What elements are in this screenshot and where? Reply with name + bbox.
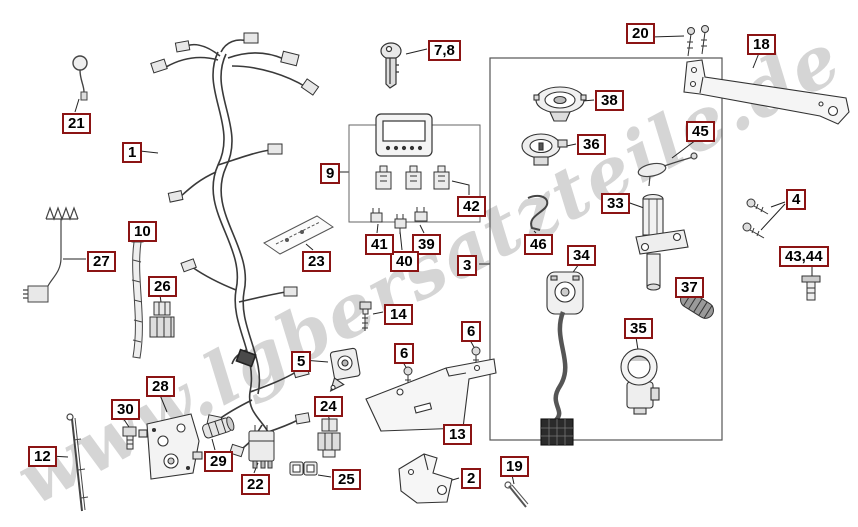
- part-label-7-8[interactable]: 7,8: [428, 40, 461, 61]
- part-label-43-44[interactable]: 43,44: [779, 246, 829, 267]
- part-27-wire-comb: [23, 206, 79, 303]
- part-label-10[interactable]: 10: [128, 221, 157, 242]
- part-label-35[interactable]: 35: [624, 318, 653, 339]
- part-7-8-ignition-key: [380, 42, 402, 89]
- part-10-strap: [131, 235, 144, 359]
- part-24-connector: [317, 418, 341, 458]
- part-label-12[interactable]: 12: [28, 446, 57, 467]
- part-label-42[interactable]: 42: [457, 196, 486, 217]
- part-5-sensor: [329, 347, 361, 392]
- part-label-39[interactable]: 39: [412, 234, 441, 255]
- part-21-clip: [72, 55, 88, 101]
- part-label-30[interactable]: 30: [111, 399, 140, 420]
- part-label-33[interactable]: 33: [601, 193, 630, 214]
- part-19-pin: [504, 481, 529, 508]
- part-label-26[interactable]: 26: [148, 276, 177, 297]
- part-41-clip: [370, 208, 383, 223]
- part-18-bracket-plate: [683, 59, 850, 125]
- part-label-25[interactable]: 25: [332, 469, 361, 490]
- part-45-lever: [637, 152, 698, 187]
- part-43-44-fastener: [801, 275, 821, 301]
- part-label-6b[interactable]: 6: [394, 343, 415, 364]
- part-label-45[interactable]: 45: [686, 121, 715, 142]
- part-label-18[interactable]: 18: [747, 34, 776, 55]
- part-23-plate: [263, 215, 334, 255]
- part-label-34[interactable]: 34: [567, 245, 596, 266]
- part-label-36[interactable]: 36: [577, 134, 606, 155]
- part-label-14[interactable]: 14: [384, 304, 413, 325]
- part-label-22[interactable]: 22: [241, 474, 270, 495]
- assembly-box-3: [489, 57, 723, 441]
- part-label-6a[interactable]: 6: [461, 321, 482, 342]
- part-29-cylinder: [202, 416, 235, 439]
- part-label-38[interactable]: 38: [595, 90, 624, 111]
- part-label-3[interactable]: 3: [457, 255, 478, 276]
- part-label-9[interactable]: 9: [320, 163, 341, 184]
- part-label-21[interactable]: 21: [62, 113, 91, 134]
- part-label-37[interactable]: 37: [675, 277, 704, 298]
- part-9-cdi-unit-group: [348, 113, 481, 223]
- part-26-connector-block: [149, 301, 175, 338]
- part-13-bracket: [365, 358, 497, 432]
- part-12-rod: [66, 413, 89, 512]
- part-label-5[interactable]: 5: [291, 351, 312, 372]
- part-label-41[interactable]: 41: [365, 234, 394, 255]
- part-label-40[interactable]: 40: [390, 251, 419, 272]
- part-14-bolt: [359, 301, 372, 331]
- part-label-46[interactable]: 46: [524, 234, 553, 255]
- part-33-lock-cylinder: [635, 193, 689, 291]
- part-label-20[interactable]: 20: [626, 23, 655, 44]
- part-22-relay: [248, 425, 275, 469]
- part-39-clip: [414, 207, 428, 222]
- part-20-screws: [687, 25, 709, 57]
- part-2-bracket: [398, 453, 453, 504]
- part-35-socket: [620, 348, 660, 415]
- part-30-screw: [122, 426, 137, 450]
- part-label-23[interactable]: 23: [302, 251, 331, 272]
- part-34-cable-assembly: [540, 271, 584, 446]
- part-label-27[interactable]: 27: [87, 251, 116, 272]
- part-label-13[interactable]: 13: [443, 424, 472, 445]
- part-42-connectors: [375, 165, 450, 190]
- part-36-switch: [521, 133, 568, 166]
- part-38-cap: [533, 86, 587, 122]
- part-4-screws: [742, 198, 769, 239]
- part-label-28[interactable]: 28: [146, 376, 175, 397]
- part-label-4[interactable]: 4: [786, 189, 807, 210]
- part-25-clip-pair: [289, 461, 318, 476]
- part-28-bracket-assembly: [138, 413, 203, 480]
- part-label-1[interactable]: 1: [122, 142, 143, 163]
- part-label-24[interactable]: 24: [314, 396, 343, 417]
- part-40-clip: [394, 214, 407, 234]
- part-46-hook: [527, 194, 549, 231]
- part-label-19[interactable]: 19: [500, 456, 529, 477]
- part-label-2[interactable]: 2: [461, 468, 482, 489]
- part-label-29[interactable]: 29: [204, 451, 233, 472]
